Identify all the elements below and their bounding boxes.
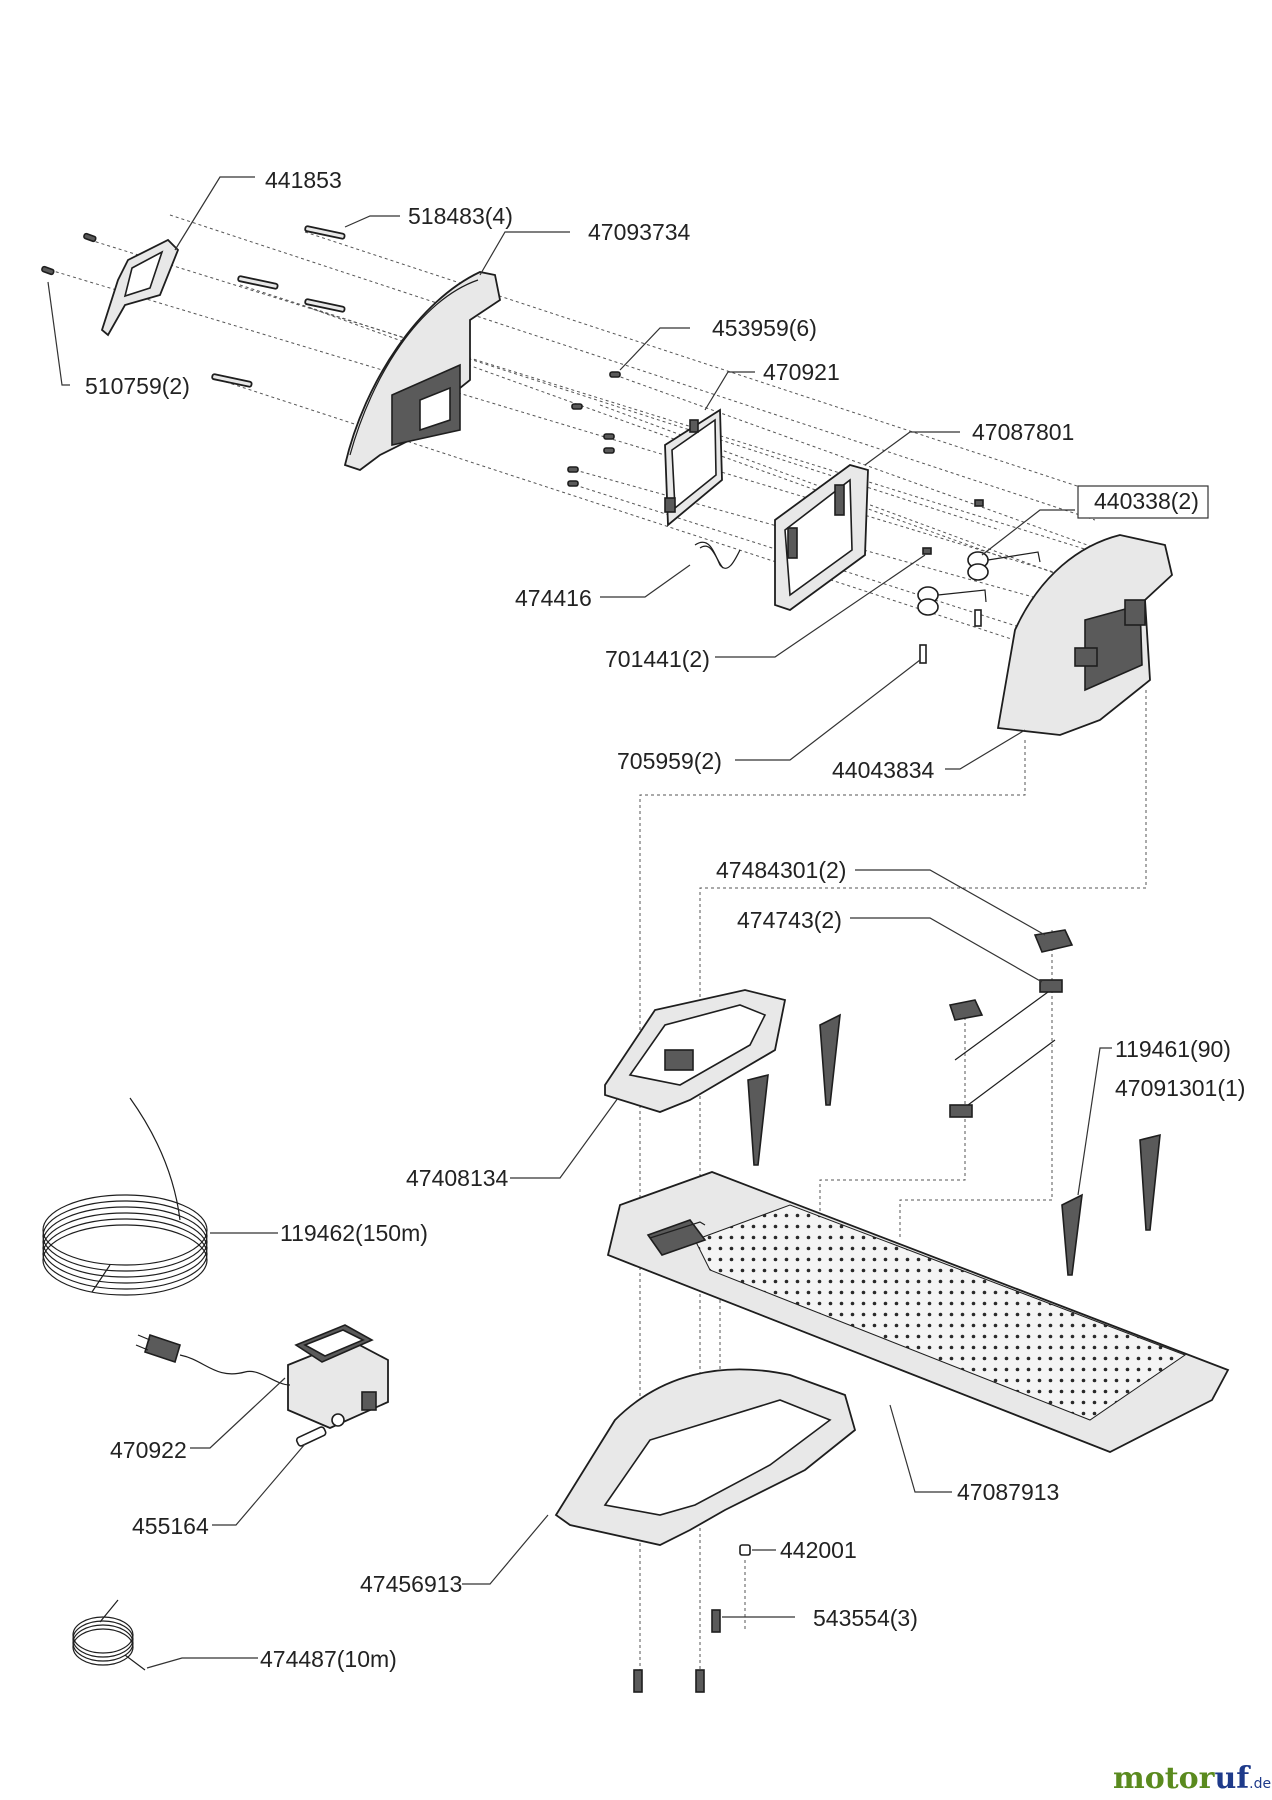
leader-lines xyxy=(47,176,1112,1669)
label-470922: 470922 xyxy=(110,1437,187,1463)
part-47093734-cover xyxy=(343,271,502,472)
screws-518483 xyxy=(211,225,346,388)
part-701441-pins xyxy=(922,499,984,555)
part-474487-cable xyxy=(72,1599,146,1671)
label-453959: 453959(6) xyxy=(712,315,817,341)
part-47087801-frame xyxy=(774,464,869,612)
part-47408134-socket xyxy=(604,989,787,1113)
label-470921: 470921 xyxy=(763,359,840,385)
part-labels: 441853 518483(4) 47093734 510759(2) 4539… xyxy=(85,167,1245,1672)
label-701441: 701441(2) xyxy=(605,646,710,672)
part-474416-wire xyxy=(694,541,741,569)
label-47093734: 47093734 xyxy=(588,219,691,245)
label-47087913: 47087913 xyxy=(957,1479,1059,1505)
label-474743: 474743(2) xyxy=(737,907,842,933)
part-44043834-housing xyxy=(996,534,1173,736)
brand-name-part2: uf xyxy=(1214,1761,1251,1796)
part-455164-fuse xyxy=(295,1413,345,1447)
part-440338-springs xyxy=(917,551,1041,616)
screws-510759 xyxy=(41,232,97,276)
label-474416: 474416 xyxy=(515,585,592,611)
label-455164: 455164 xyxy=(132,1513,209,1539)
part-119461-pegs xyxy=(747,1013,1161,1276)
svg-text:motoruf.de: motoruf.de xyxy=(1113,1761,1271,1796)
label-47087801: 47087801 xyxy=(972,419,1074,445)
label-518483: 518483(4) xyxy=(408,203,513,229)
part-47484301-clips xyxy=(948,929,1074,1021)
label-543554: 543554(3) xyxy=(813,1605,918,1631)
brand-watermark: motoruf.de xyxy=(1113,1761,1271,1796)
part-474743-ties xyxy=(949,979,1063,1118)
label-442001: 442001 xyxy=(780,1537,857,1563)
label-119461: 119461(90) xyxy=(1115,1036,1231,1062)
label-440338: 440338(2) xyxy=(1094,488,1199,514)
label-705959: 705959(2) xyxy=(617,748,722,774)
brand-name-part1: motor xyxy=(1113,1761,1216,1796)
label-474487: 474487(10m) xyxy=(260,1646,397,1672)
part-705959-pins xyxy=(919,609,982,664)
label-441853: 441853 xyxy=(265,167,342,193)
screws-453959 xyxy=(567,371,621,487)
label-510759: 510759(2) xyxy=(85,373,190,399)
label-47091301: 47091301(1) xyxy=(1115,1075,1245,1101)
label-119462: 119462(150m) xyxy=(280,1220,428,1246)
label-47408134: 47408134 xyxy=(406,1165,509,1191)
label-47484301: 47484301(2) xyxy=(716,857,846,883)
label-47456913: 47456913 xyxy=(360,1571,462,1597)
part-47087913-base-plate xyxy=(606,1171,1230,1453)
part-119462-cable-coil xyxy=(42,1097,208,1296)
part-47456913-baseplate-bottom xyxy=(554,1368,857,1546)
part-470921-board xyxy=(664,408,723,527)
label-440338-box: 440338(2) xyxy=(1077,485,1209,519)
part-470922-transformer xyxy=(135,1324,389,1429)
part-543554-screws xyxy=(633,1609,721,1693)
brand-suffix: .de xyxy=(1249,1776,1271,1792)
part-441853-bracket xyxy=(100,238,180,337)
part-442001-nut xyxy=(739,1544,751,1556)
label-44043834: 44043834 xyxy=(832,757,935,783)
